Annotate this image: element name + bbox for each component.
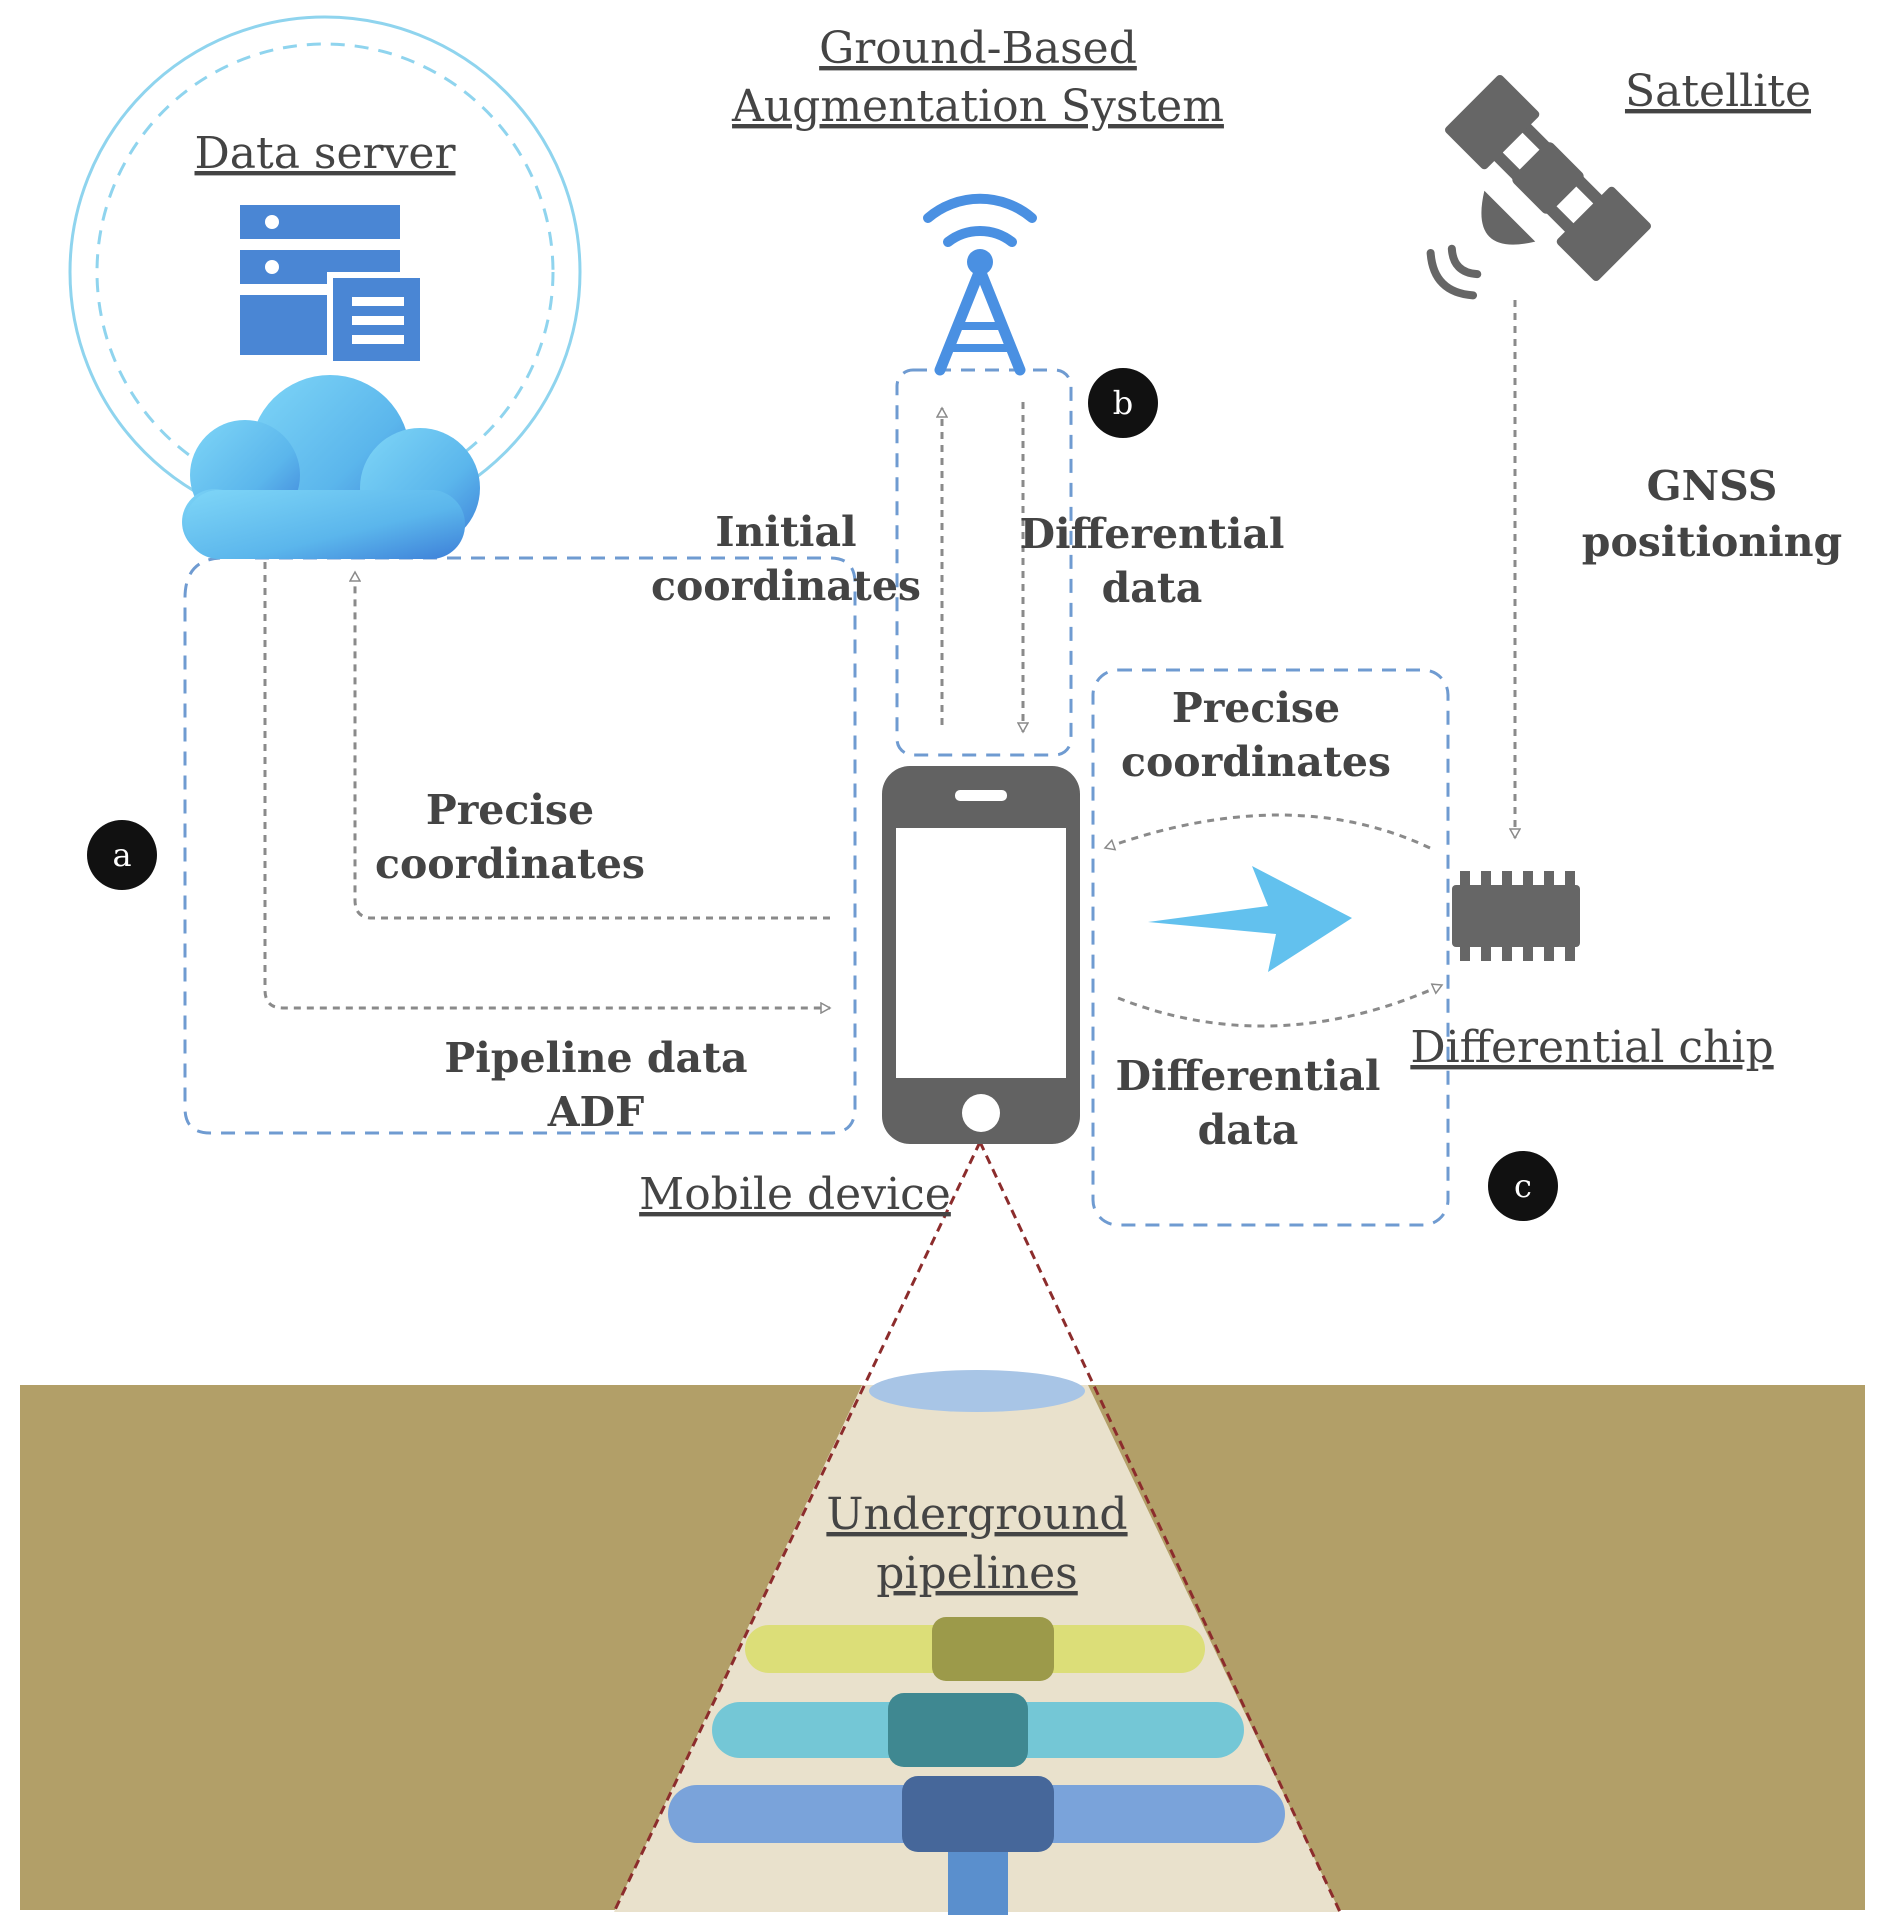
pipe-blue — [668, 1776, 1285, 1915]
mobile-device-label: Mobile device — [639, 1169, 951, 1220]
cloud-icon — [182, 375, 480, 559]
chip-icon — [1452, 871, 1580, 961]
marker-c: c — [1488, 1151, 1558, 1221]
precise-coordinates-right-label-line1: Precise — [1172, 684, 1340, 732]
underground-section — [20, 1141, 1865, 1915]
server-rack-icon — [240, 205, 426, 367]
smartphone-icon — [882, 766, 1080, 1144]
arrow-differential-data-right — [1117, 985, 1442, 1028]
arrow-precise-coordinates-left — [355, 572, 830, 920]
underground-label-line1: Underground — [826, 1489, 1127, 1540]
initial-coordinates-label-line2: coordinates — [651, 562, 921, 610]
pipe-yellow — [745, 1617, 1205, 1681]
gnss-label-line1: GNSS — [1647, 462, 1778, 510]
differential-data-right-label-line2: data — [1198, 1106, 1299, 1154]
dashed-box-c — [1091, 668, 1450, 1227]
satellite-label: Satellite — [1625, 66, 1811, 117]
satellite-icon — [1426, 75, 1651, 300]
scan-cone-edge-right — [978, 1141, 1342, 1913]
arrow-pipeline-data — [263, 562, 830, 1008]
server-halo-inner — [95, 42, 555, 502]
dashed-box-a — [183, 556, 857, 1135]
pipe-cyan — [712, 1693, 1244, 1767]
gnss-label-line2: positioning — [1582, 518, 1842, 566]
marker-a: a — [87, 820, 157, 890]
pipeline-data-label-line1: Pipeline data — [444, 1034, 747, 1082]
differential-data-right-label-line1: Differential — [1115, 1052, 1380, 1100]
precise-coordinates-left-label-line2: coordinates — [375, 840, 645, 888]
data-server — [68, 15, 582, 559]
scan-cone-edge-left — [612, 1141, 982, 1913]
marker-b: b — [1088, 368, 1158, 438]
flow-arrows — [263, 300, 1515, 1028]
gbas-label-line1: Ground-Based — [819, 23, 1137, 74]
data-server-label: Data server — [195, 128, 457, 179]
gbas-label-line2: Augmentation System — [731, 81, 1224, 132]
transfer-arrow-icon — [1148, 866, 1352, 972]
differential-data-top-label-line2: data — [1102, 564, 1203, 612]
marker-a-label: a — [112, 836, 131, 874]
precise-coordinates-left-label-line1: Precise — [426, 786, 594, 834]
precise-coordinates-right-label-line2: coordinates — [1121, 738, 1391, 786]
differential-chip-label: Differential chip — [1410, 1022, 1773, 1073]
initial-coordinates-label-line1: Initial — [715, 508, 856, 556]
dashed-box-b — [895, 368, 1073, 757]
pipeline-data-label-line2: ADF — [547, 1088, 644, 1136]
differential-data-top-label-line1: Differential — [1019, 510, 1284, 558]
antenna-tower-icon — [923, 193, 1037, 376]
arrow-precise-coordinates-right — [1105, 813, 1431, 848]
scan-spot — [869, 1370, 1085, 1412]
underground-label-line2: pipelines — [876, 1548, 1078, 1599]
marker-c-label: c — [1514, 1167, 1532, 1205]
marker-b-label: b — [1113, 384, 1133, 422]
